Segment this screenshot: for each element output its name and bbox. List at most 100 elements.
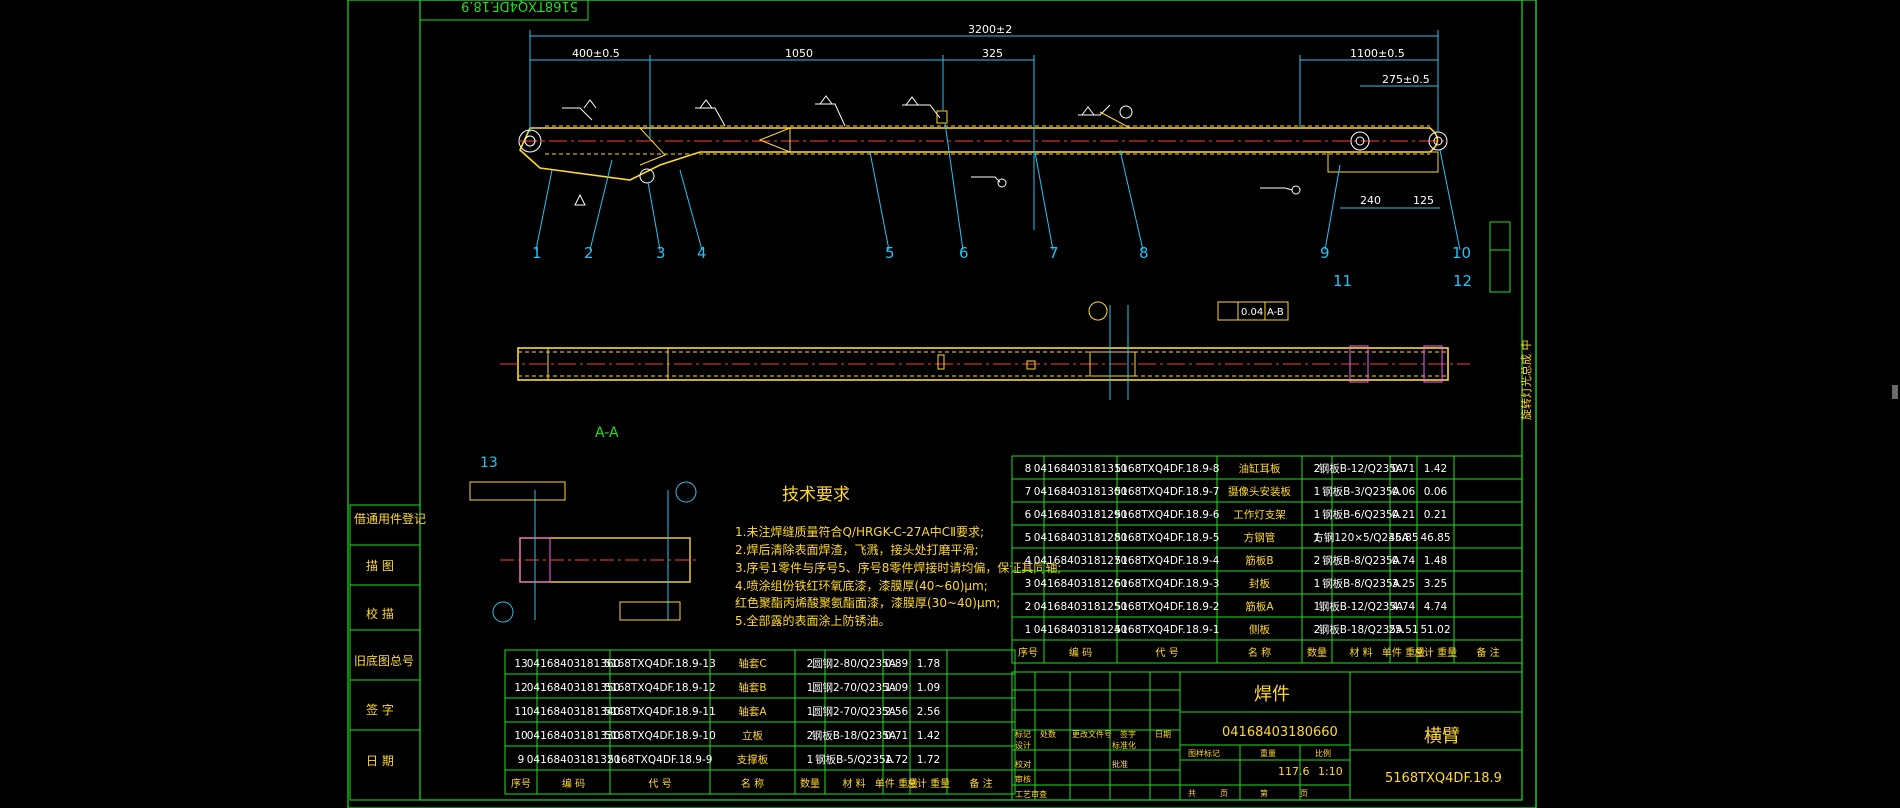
- balloon-10: 10: [1452, 244, 1471, 262]
- title-block: [1011, 671, 1523, 801]
- ptl-cell-4-5: 钢板B-5/Q235A: [815, 753, 894, 766]
- balloon-2: 2: [584, 244, 594, 262]
- ptl-cell-1-4: 1: [807, 682, 814, 694]
- ptr-header-8-7: 总计 重量: [1414, 646, 1457, 659]
- ptr-cell-7-7: 51.02: [1420, 624, 1450, 636]
- side-label-4: 签 字: [366, 702, 394, 717]
- ptl-header-5-5: 材 料: [842, 777, 865, 790]
- top-view-arm: [518, 105, 1448, 184]
- geo-tol-datum: A-B: [1267, 307, 1284, 318]
- ptr-cell-3-7: 46.85: [1420, 532, 1450, 544]
- ptl-cell-0-1: 04168403181360: [527, 658, 621, 670]
- dim-d7: 125: [1413, 194, 1434, 207]
- title-small-17: 页: [1300, 789, 1308, 798]
- ptr-cell-7-2: 5168TXQ4DF.18.9-1: [1115, 624, 1220, 636]
- ptr-cell-7-0: 1: [1025, 624, 1032, 636]
- ptr-header-8-1: 编 码: [1069, 646, 1092, 659]
- ptr-cell-4-4: 2: [1314, 555, 1321, 567]
- ptr-cell-4-5: 钢板B-8/Q235A: [1322, 554, 1401, 567]
- ptl-header-5-4: 数量: [800, 777, 820, 790]
- ptr-cell-7-5: 钢板B-18/Q235A: [1319, 623, 1404, 636]
- title-name: 横臂: [1424, 726, 1460, 747]
- ptl-cell-1-2: 5168TXQ4DF.18.9-12: [604, 682, 716, 694]
- ptl-cell-4-3: 支撑板: [737, 753, 769, 766]
- ptl-header-5-2: 代 号: [648, 778, 671, 790]
- ptr-cell-0-3: 油缸耳板: [1239, 462, 1281, 475]
- side-label-0: 借通用件登记: [354, 511, 426, 526]
- ptr-cell-1-2: 5168TXQ4DF.18.9-7: [1115, 486, 1220, 498]
- side-labels: 借通用件登记 描 图 校 描 旧底图总号 签 字 日 期: [354, 511, 426, 768]
- title-small-8: 工艺审查: [1015, 789, 1047, 799]
- balloons-top: [535, 122, 1461, 251]
- ptr-cell-6-0: 2: [1025, 601, 1032, 613]
- ptl-cell-1-3: 轴套B: [738, 681, 766, 694]
- title-block-texts: 焊件 04168403180660 横臂 5168TXQ4DF.18.9 117…: [1015, 684, 1502, 799]
- ptr-header-8-2: 代 号: [1155, 647, 1178, 659]
- title-drawing: 5168TXQ4DF.18.9: [1385, 771, 1502, 786]
- ptl-header-5-3: 名 称: [741, 777, 764, 790]
- dim-d2: 1050: [785, 47, 813, 60]
- side-label-1: 描 图: [366, 559, 394, 573]
- ptr-header-8-8: 备 注: [1476, 646, 1499, 659]
- balloon-5: 5: [885, 244, 895, 262]
- ptr-header-8-0: 序号: [1018, 646, 1038, 659]
- ptr-cell-0-5: 钢板B-12/Q235A: [1319, 462, 1404, 475]
- ptr-cell-0-4: 2: [1314, 463, 1321, 475]
- ptl-cell-2-5: 圆钢2-70/Q235A: [812, 705, 897, 718]
- balloon-7: 7: [1049, 244, 1059, 262]
- ptr-cell-1-6: 0.06: [1392, 486, 1416, 498]
- scroll-thumb[interactable]: [1892, 385, 1898, 399]
- title-small-13: 比例: [1315, 748, 1331, 758]
- ptl-cell-3-6: 0.71: [885, 730, 908, 742]
- sheet-frame: [347, 0, 1537, 808]
- ptr-cell-5-6: 3.25: [1392, 578, 1415, 590]
- ptr-cell-1-0: 7: [1025, 486, 1032, 498]
- ptl-cell-3-7: 1.42: [917, 730, 940, 742]
- ptl-cell-0-4: 2: [807, 658, 814, 670]
- ptr-cell-1-5: 钢板B-3/Q235A: [1322, 485, 1401, 498]
- ptr-cell-4-3: 筋板B: [1245, 554, 1273, 567]
- ptr-cell-1-3: 摄像头安装板: [1228, 485, 1291, 498]
- title-small-10: 批准: [1112, 759, 1128, 769]
- title-small-2: 更改文件号: [1072, 729, 1112, 739]
- ptr-cell-6-5: 钢板B-12/Q235A: [1319, 600, 1404, 613]
- ptl-cell-0-0: 13: [514, 658, 527, 670]
- ptr-cell-2-3: 工作灯支架: [1233, 509, 1286, 521]
- ptr-cell-5-4: 1: [1314, 578, 1321, 590]
- ptr-cell-3-5: 方钢120×5/Q235A: [1313, 531, 1409, 544]
- upper-left-code-box: 5168TXQ4DF.18.9: [419, 0, 589, 21]
- ptl-cell-3-4: 2: [807, 730, 814, 742]
- balloon-numbers-mid: 11 12: [1333, 272, 1472, 290]
- ptr-cell-6-2: 5168TXQ4DF.18.9-2: [1115, 601, 1220, 613]
- balloon-numbers-top: 1 2 3 4 5 6 7 8 9 10: [532, 244, 1471, 262]
- ptl-cell-0-7: 1.78: [917, 658, 940, 670]
- ptr-cell-1-4: 1: [1314, 486, 1321, 498]
- ptr-cell-6-6: 4.74: [1392, 601, 1416, 613]
- balloon-12: 12: [1453, 272, 1472, 290]
- ptl-cell-3-0: 10: [514, 730, 527, 742]
- ptl-cell-4-6: 1.72: [885, 754, 908, 766]
- balloon-11: 11: [1333, 272, 1352, 290]
- tech-note-3: 3.序号1零件与序号5、序号8零件焊接时请均偏，保证其同轴;: [735, 560, 1061, 575]
- dim-d1: 400±0.5: [572, 47, 620, 60]
- ptl-cell-3-3: 立板: [742, 729, 763, 742]
- ptl-cell-4-1: 04168403181320: [527, 754, 621, 766]
- title-code: 04168403180660: [1222, 725, 1338, 740]
- ptl-cell-0-6: 0.89: [885, 658, 908, 670]
- ptr-cell-4-2: 5168TXQ4DF.18.9-4: [1115, 555, 1220, 567]
- ptr-cell-6-4: 1: [1314, 601, 1321, 613]
- ptl-cell-0-3: 轴套C: [738, 657, 766, 670]
- ptl-header-5-1: 编 码: [562, 777, 585, 790]
- balloon-6: 6: [959, 244, 969, 262]
- ptr-cell-6-3: 筋板A: [1245, 600, 1274, 613]
- ptl-cell-2-1: 04168403181340: [527, 706, 621, 718]
- dim-overall: 3200±2: [968, 23, 1012, 36]
- ptl-cell-1-7: 1.09: [917, 682, 940, 694]
- ptl-cell-1-6: 1.09: [885, 682, 908, 694]
- ptr-cell-2-7: 0.21: [1424, 509, 1447, 521]
- ptr-cell-3-0: 5: [1025, 532, 1032, 544]
- ptr-header-8-4: 数量: [1307, 646, 1327, 659]
- side-signature-column: [349, 504, 421, 801]
